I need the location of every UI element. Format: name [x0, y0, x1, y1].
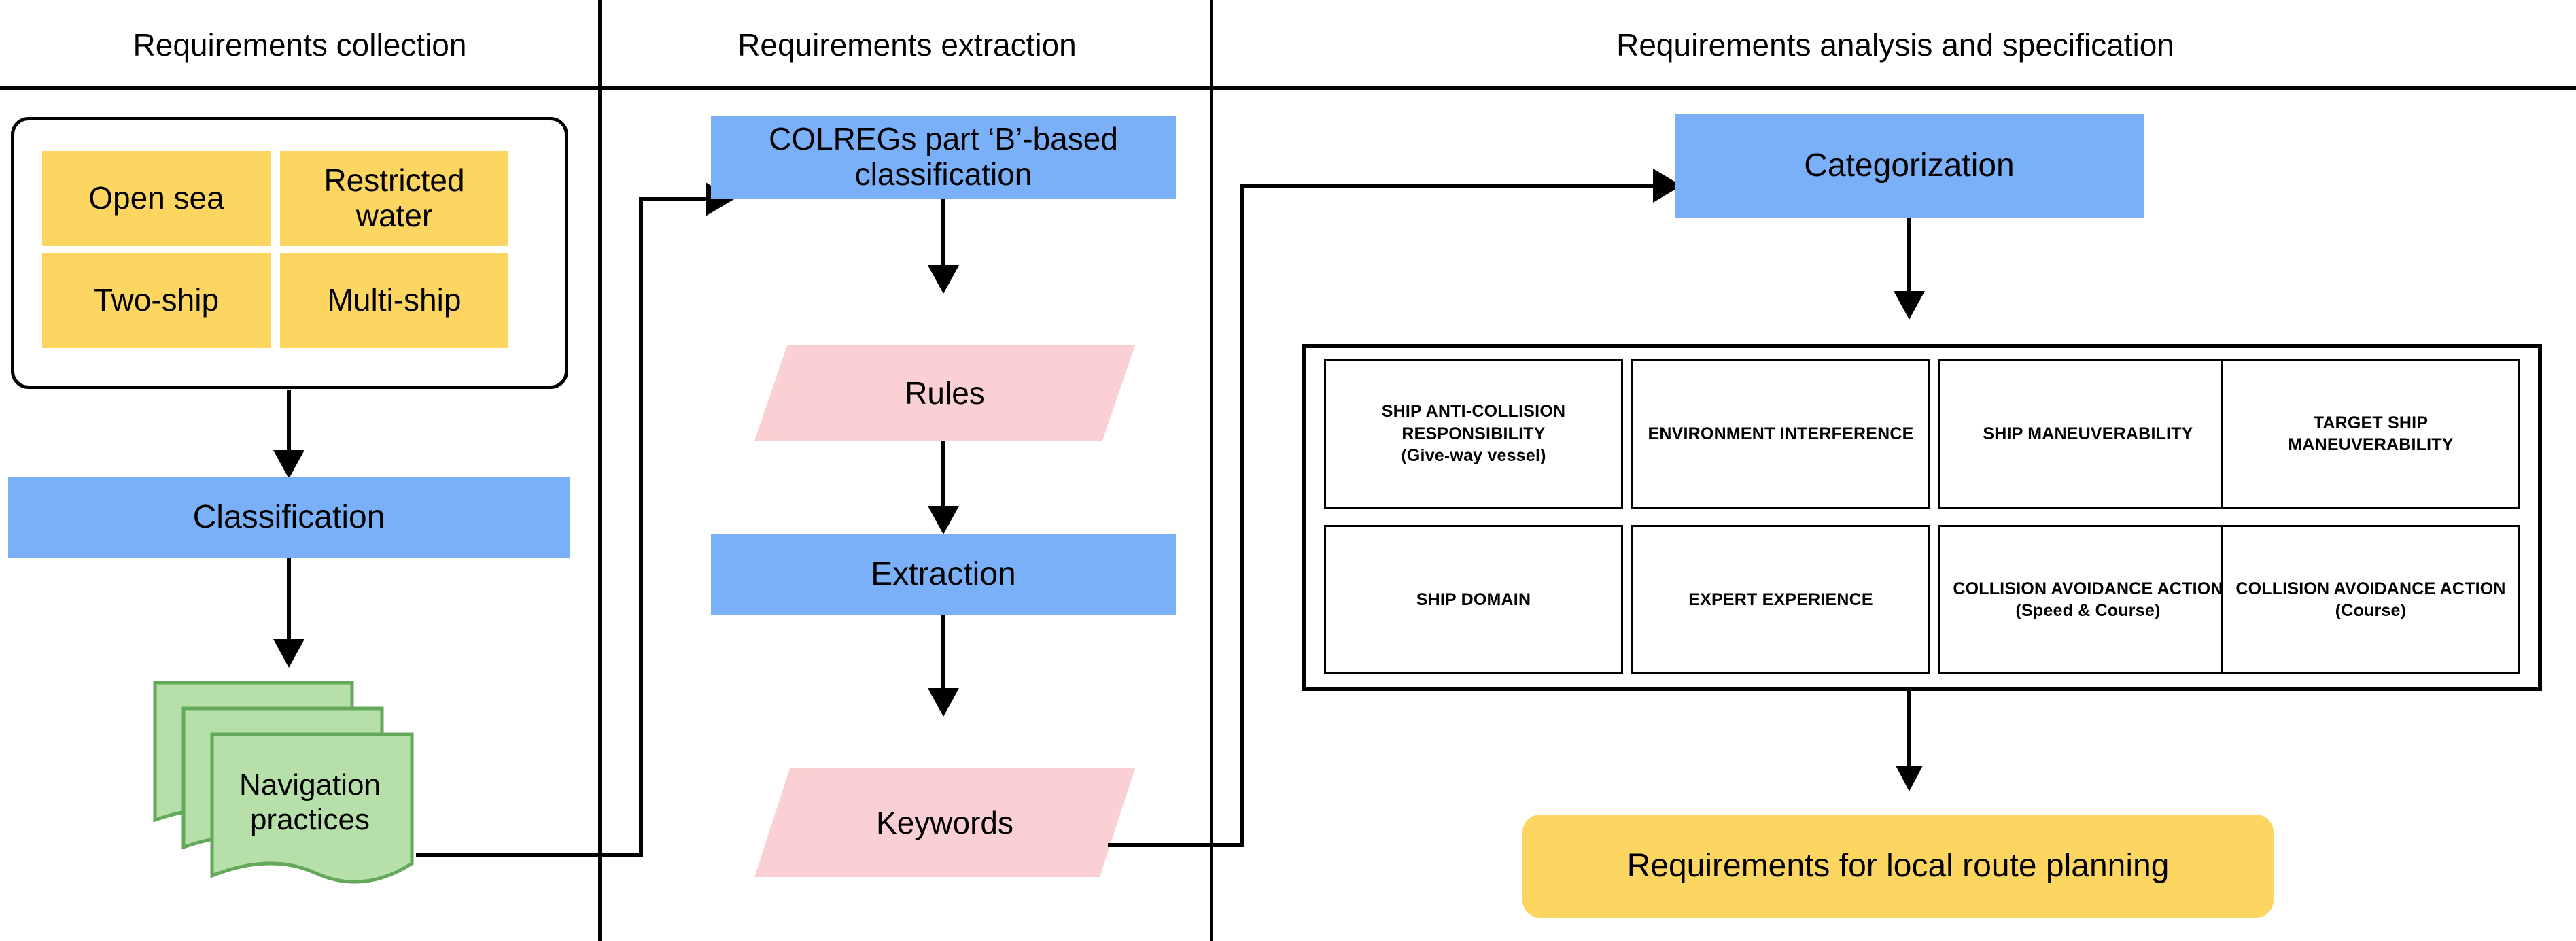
connector-keywords-right [1108, 843, 1244, 847]
matrix-cell-multi-ship[interactable]: Multi-ship [280, 253, 508, 348]
rules-parallelogram[interactable]: Rules [754, 345, 1135, 441]
connector-keywords-up [1240, 184, 1244, 847]
header-divider [0, 86, 2576, 90]
arrowhead-classification-to-practices [273, 639, 304, 668]
colregs-classification-block[interactable]: COLREGs part ‘B’-based classification [711, 116, 1176, 199]
arrowhead-rules-to-extraction [928, 506, 959, 534]
lane-title-analysis: Requirements analysis and specification [1616, 27, 2174, 63]
classification-block[interactable]: Classification [8, 477, 570, 558]
category-cell-main-text: SHIP DOMAIN [1416, 589, 1531, 609]
lane-divider-2 [1210, 0, 1213, 941]
category-cell-main-text: COLLISION AVOIDANCE ACTION [1953, 579, 2223, 598]
category-cell-main-text: ENVIRONMENT INTERFERENCE [1648, 424, 1914, 443]
category-cell-environment-interference[interactable]: ENVIRONMENT INTERFERENCE [1631, 359, 1930, 509]
category-cell-main-text: EXPERT EXPERIENCE [1688, 589, 1873, 609]
category-cell-expert-experience[interactable]: EXPERT EXPERIENCE [1631, 525, 1930, 674]
connector-matrix-to-classification [287, 390, 291, 465]
category-cell-ship-domain[interactable]: SHIP DOMAIN [1324, 525, 1623, 674]
category-cell-main-text: TARGET SHIP MANEUVERABILITY [2288, 413, 2454, 455]
keywords-parallelogram[interactable]: Keywords [754, 768, 1135, 877]
lane-title-extraction: Requirements extraction [737, 27, 1077, 63]
category-cell-main-text: SHIP ANTI-COLLISION RESPONSIBILITY [1381, 402, 1566, 443]
document-stack-icon [153, 681, 414, 884]
arrowhead-extraction-to-keywords [928, 688, 959, 717]
connector-practices-right [416, 853, 643, 857]
category-cell-main-text: SHIP MANEUVERABILITY [1983, 424, 2193, 443]
category-cell-collision-avoidance-action-speed-course[interactable]: COLLISION AVOIDANCE ACTION (Speed & Cour… [1938, 525, 2238, 674]
category-cell-sub-text: (Speed & Course) [2015, 601, 2161, 620]
category-cell-ship-maneuverability[interactable]: SHIP MANEUVERABILITY [1938, 359, 2238, 509]
connector-practices-up [639, 197, 643, 857]
category-cell-sub-text: (Course) [2335, 601, 2407, 620]
lane-title-collection: Requirements collection [133, 27, 467, 63]
connector-keywords-to-categorization [1240, 184, 1661, 188]
connector-practices-to-colregs [639, 197, 714, 201]
category-cell-main-text: COLLISION AVOIDANCE ACTION [2235, 579, 2506, 598]
arrowhead-colregs-to-rules [928, 265, 959, 294]
categorization-block[interactable]: Categorization [1675, 114, 2144, 218]
local-route-planning-requirements-block[interactable]: Requirements for local route planning [1522, 815, 2274, 918]
navigation-practices-text: Navigation practices [239, 768, 381, 836]
navigation-practices-label: Navigation practices [208, 768, 412, 837]
lane-divider-1 [598, 0, 602, 941]
connector-classification-to-practices [287, 558, 291, 653]
category-cell-ship-anti-collision-responsibility[interactable]: SHIP ANTI-COLLISION RESPONSIBILITY (Give… [1324, 359, 1623, 509]
connector-grid-to-outcome [1907, 691, 1911, 779]
matrix-cell-restricted-water[interactable]: Restricted water [280, 151, 508, 246]
category-cell-sub-text: (Give-way vessel) [1401, 446, 1546, 466]
arrowhead-matrix-to-classification [273, 450, 304, 479]
arrowhead-categorization-to-grid [1894, 291, 1925, 320]
category-cell-target-ship-maneuverability[interactable]: TARGET SHIP MANEUVERABILITY [2221, 359, 2520, 509]
colregs-classification-label: COLREGs part ‘B’-based classification [769, 121, 1118, 192]
parallelogram-shape [754, 768, 1135, 877]
category-cell-collision-avoidance-action-course[interactable]: COLLISION AVOIDANCE ACTION (Course) [2221, 525, 2520, 674]
extraction-block[interactable]: Extraction [711, 534, 1176, 615]
matrix-cell-open-sea[interactable]: Open sea [42, 151, 271, 246]
connector-rules-to-extraction [941, 441, 945, 517]
rules-label: Rules [905, 375, 985, 411]
connector-categorization-to-grid [1907, 218, 1911, 305]
connector-extraction-to-keywords [941, 615, 945, 700]
matrix-cell-two-ship[interactable]: Two-ship [42, 253, 271, 348]
navigation-practices-doc-stack[interactable]: Navigation practices [148, 679, 434, 903]
connector-colregs-to-rules [941, 199, 945, 273]
keywords-label: Keywords [876, 805, 1013, 840]
parallelogram-shape [754, 345, 1135, 441]
arrowhead-grid-to-outcome [1896, 766, 1923, 791]
